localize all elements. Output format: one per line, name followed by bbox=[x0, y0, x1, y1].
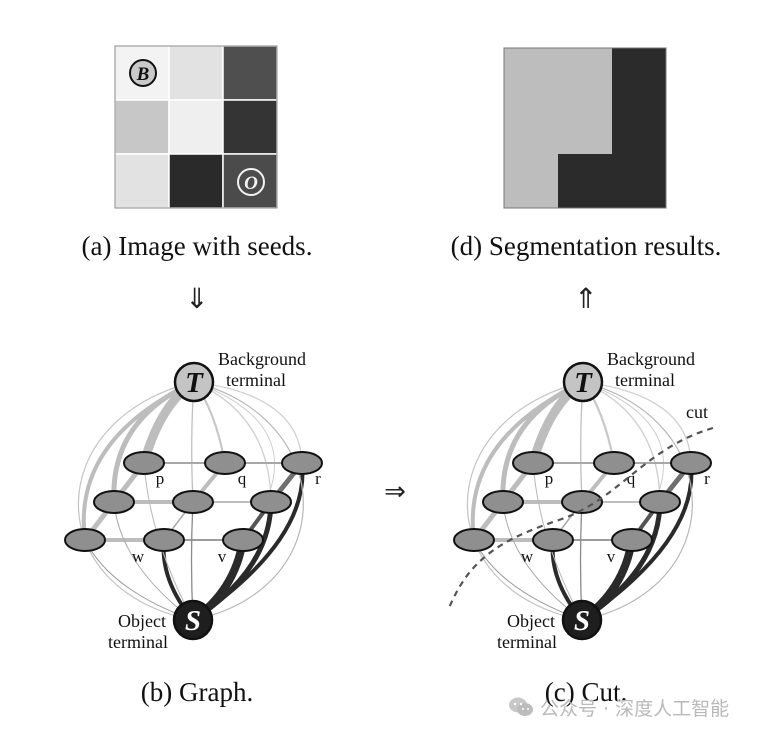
pixel-node bbox=[593, 451, 635, 475]
cut-label: cut bbox=[686, 402, 708, 422]
outer-arc bbox=[466, 381, 584, 621]
node-label-r: r bbox=[315, 469, 321, 488]
background-terminal-label-1: Background bbox=[218, 349, 306, 369]
outer-arc bbox=[192, 381, 304, 621]
segmentation-object-region bbox=[558, 48, 666, 208]
object-terminal-label-1: Object bbox=[118, 611, 166, 631]
graph-edge bbox=[113, 501, 194, 621]
arrow-down: ⇓ bbox=[185, 282, 208, 315]
node-label-w: w bbox=[132, 547, 145, 566]
pixel-node bbox=[93, 490, 135, 514]
pixel-cell bbox=[222, 45, 278, 101]
background-terminal-label-1: Background bbox=[607, 349, 695, 369]
graph-edge bbox=[81, 380, 196, 542]
pixel-node bbox=[512, 451, 554, 475]
pixel-node bbox=[670, 451, 712, 475]
background-seed: B bbox=[129, 59, 157, 87]
pixel-node bbox=[250, 490, 292, 514]
pixel-node bbox=[561, 490, 603, 514]
pixel-node bbox=[172, 490, 214, 514]
graph-edge bbox=[191, 461, 305, 622]
pixel-node bbox=[281, 451, 323, 475]
watermark-text: 公众号 · 深度人工智能 bbox=[540, 697, 730, 720]
pixel-node bbox=[64, 528, 106, 552]
background-terminal-label-2: terminal bbox=[615, 370, 675, 390]
pixel-node bbox=[453, 528, 495, 552]
terminal-S: S bbox=[561, 599, 603, 641]
graph-edge bbox=[470, 380, 585, 542]
graph-edge bbox=[193, 381, 303, 464]
pixel-cell bbox=[222, 99, 278, 155]
terminal-S-symbol: S bbox=[574, 605, 590, 637]
caption-b: (b) Graph. bbox=[141, 677, 253, 707]
cut-line bbox=[447, 426, 714, 609]
terminal-S-symbol: S bbox=[185, 605, 201, 637]
pixel-cell bbox=[168, 153, 224, 209]
node-label-w: w bbox=[521, 547, 534, 566]
pixel-node bbox=[611, 528, 653, 552]
pixel-cell bbox=[168, 45, 224, 101]
terminal-T-symbol: T bbox=[574, 367, 593, 399]
background-seed-label: B bbox=[136, 64, 150, 85]
terminal-T: T bbox=[562, 361, 604, 403]
node-label-p: p bbox=[156, 469, 165, 488]
watermark: 公众号 · 深度人工智能 bbox=[508, 690, 729, 724]
wechat-icon bbox=[509, 697, 533, 716]
caption-d: (d) Segmentation results. bbox=[451, 231, 722, 261]
node-label-q: q bbox=[627, 469, 636, 488]
pixel-cell bbox=[114, 153, 170, 209]
arrow-right: ⇒ bbox=[384, 477, 406, 507]
panel-d: (d) Segmentation results. bbox=[451, 47, 722, 261]
node-label-v: v bbox=[607, 547, 616, 566]
pixel-nodes bbox=[453, 451, 712, 552]
pixel-node bbox=[482, 490, 524, 514]
pixel-node bbox=[143, 528, 185, 552]
pixel-node bbox=[123, 451, 165, 475]
object-terminal-label-1: Object bbox=[507, 611, 555, 631]
object-seed-label: O bbox=[244, 173, 258, 194]
object-terminal-label-2: terminal bbox=[497, 632, 557, 652]
caption-a: (a) Image with seeds. bbox=[82, 231, 313, 261]
background-terminal-label-2: terminal bbox=[226, 370, 286, 390]
pixel-node bbox=[222, 528, 264, 552]
pixel-node bbox=[639, 490, 681, 514]
node-label-p: p bbox=[545, 469, 554, 488]
node-label-r: r bbox=[704, 469, 710, 488]
pixel-grid bbox=[114, 45, 278, 209]
node-label-q: q bbox=[238, 469, 247, 488]
graph-edge bbox=[502, 501, 583, 621]
node-label-v: v bbox=[218, 547, 227, 566]
terminal-T: T bbox=[173, 361, 215, 403]
panel-a: B O (a) Image with seeds. bbox=[82, 45, 313, 261]
caption-c: (c) Cut. bbox=[545, 677, 627, 707]
pixel-nodes bbox=[64, 451, 323, 552]
object-terminal-label-2: terminal bbox=[108, 632, 168, 652]
arrow-up: ⇑ bbox=[574, 282, 597, 315]
terminal-T-symbol: T bbox=[185, 367, 204, 399]
terminal-S: S bbox=[172, 599, 214, 641]
graph-edge bbox=[580, 461, 694, 622]
graph-edge bbox=[582, 381, 692, 464]
outer-arc bbox=[77, 381, 195, 621]
object-seed: O bbox=[237, 168, 265, 196]
pixel-node bbox=[532, 528, 574, 552]
pixel-cell bbox=[168, 99, 224, 155]
pixel-cell bbox=[114, 99, 170, 155]
outer-arc bbox=[581, 381, 693, 621]
pixel-node bbox=[204, 451, 246, 475]
